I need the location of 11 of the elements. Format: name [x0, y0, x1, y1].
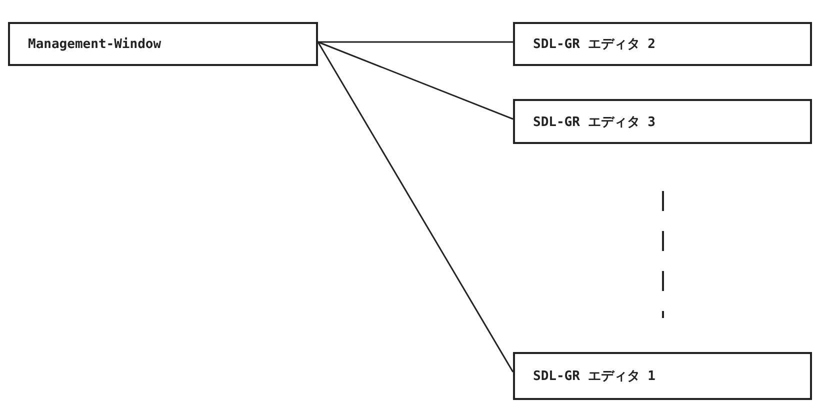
node-label: SDL-GR エディタ 1 [533, 368, 656, 385]
connector-line [317, 42, 514, 372]
node-label: SDL-GR エディタ 3 [533, 114, 656, 130]
connector-line [318, 41, 513, 43]
editor-box [513, 22, 812, 66]
editor-box [513, 99, 812, 144]
node-label: Management-Window [28, 36, 162, 52]
node-label: SDL-GR エディタ 2 [533, 36, 656, 53]
window-box [8, 22, 318, 66]
connector-line [318, 41, 514, 120]
editor-box [513, 352, 812, 400]
